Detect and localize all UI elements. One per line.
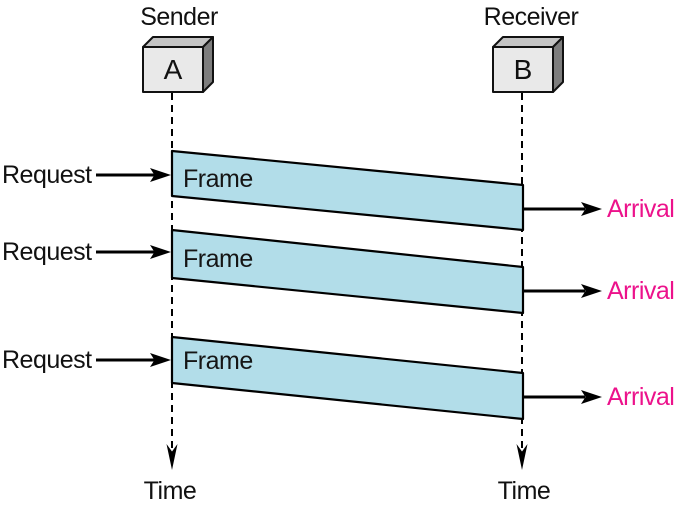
receiver-time-arrowhead-icon	[516, 444, 528, 470]
arrival-arrow-1-head-icon	[581, 202, 602, 216]
sender-time-arrowhead-icon	[166, 444, 178, 470]
request-label-1: Request	[2, 160, 92, 189]
frame-parallelogram-2	[170, 228, 525, 315]
sender-box-side-face	[202, 36, 214, 93]
arrival-arrow-3-head-icon	[581, 390, 602, 404]
arrival-arrow-3	[524, 390, 602, 404]
receiver-label: Receiver	[483, 2, 579, 31]
sender-box-top-face	[142, 36, 214, 48]
request-arrow-1-head-icon	[150, 168, 171, 182]
request-arrow-3	[96, 353, 171, 367]
frame-parallelogram-1	[170, 149, 525, 232]
receiver-time-label: Time	[497, 476, 551, 505]
arrival-label-1: Arrival	[607, 194, 675, 223]
arrival-arrow-2	[524, 284, 602, 298]
receiver-node-letter: B	[513, 53, 533, 85]
sender-box-front-face	[142, 46, 204, 93]
request-arrow-1	[96, 168, 171, 182]
sender-time-label: Time	[143, 476, 197, 505]
request-label-3: Request	[2, 345, 92, 374]
receiver-box-front-face	[492, 46, 554, 93]
sender-label: Sender	[140, 2, 218, 31]
frame-label-2: Frame	[183, 244, 253, 273]
receiver-box-side-face	[552, 36, 564, 93]
arrival-label-3: Arrival	[607, 382, 675, 411]
request-arrow-2-head-icon	[150, 245, 171, 259]
sender-node-box	[142, 36, 214, 93]
frame-parallelogram-3	[170, 335, 525, 421]
arrival-label-2: Arrival	[607, 276, 675, 305]
request-arrow-3-head-icon	[150, 353, 171, 367]
receiver-box-top-face	[492, 36, 564, 48]
sender-node-letter: A	[163, 53, 183, 85]
receiver-node-box	[492, 36, 564, 93]
frame-label-3: Frame	[183, 346, 253, 375]
frame-label-1: Frame	[183, 164, 253, 193]
arrival-arrow-1	[524, 202, 602, 216]
arrival-arrow-2-head-icon	[581, 284, 602, 298]
request-label-2: Request	[2, 237, 92, 266]
request-arrow-2	[96, 245, 171, 259]
